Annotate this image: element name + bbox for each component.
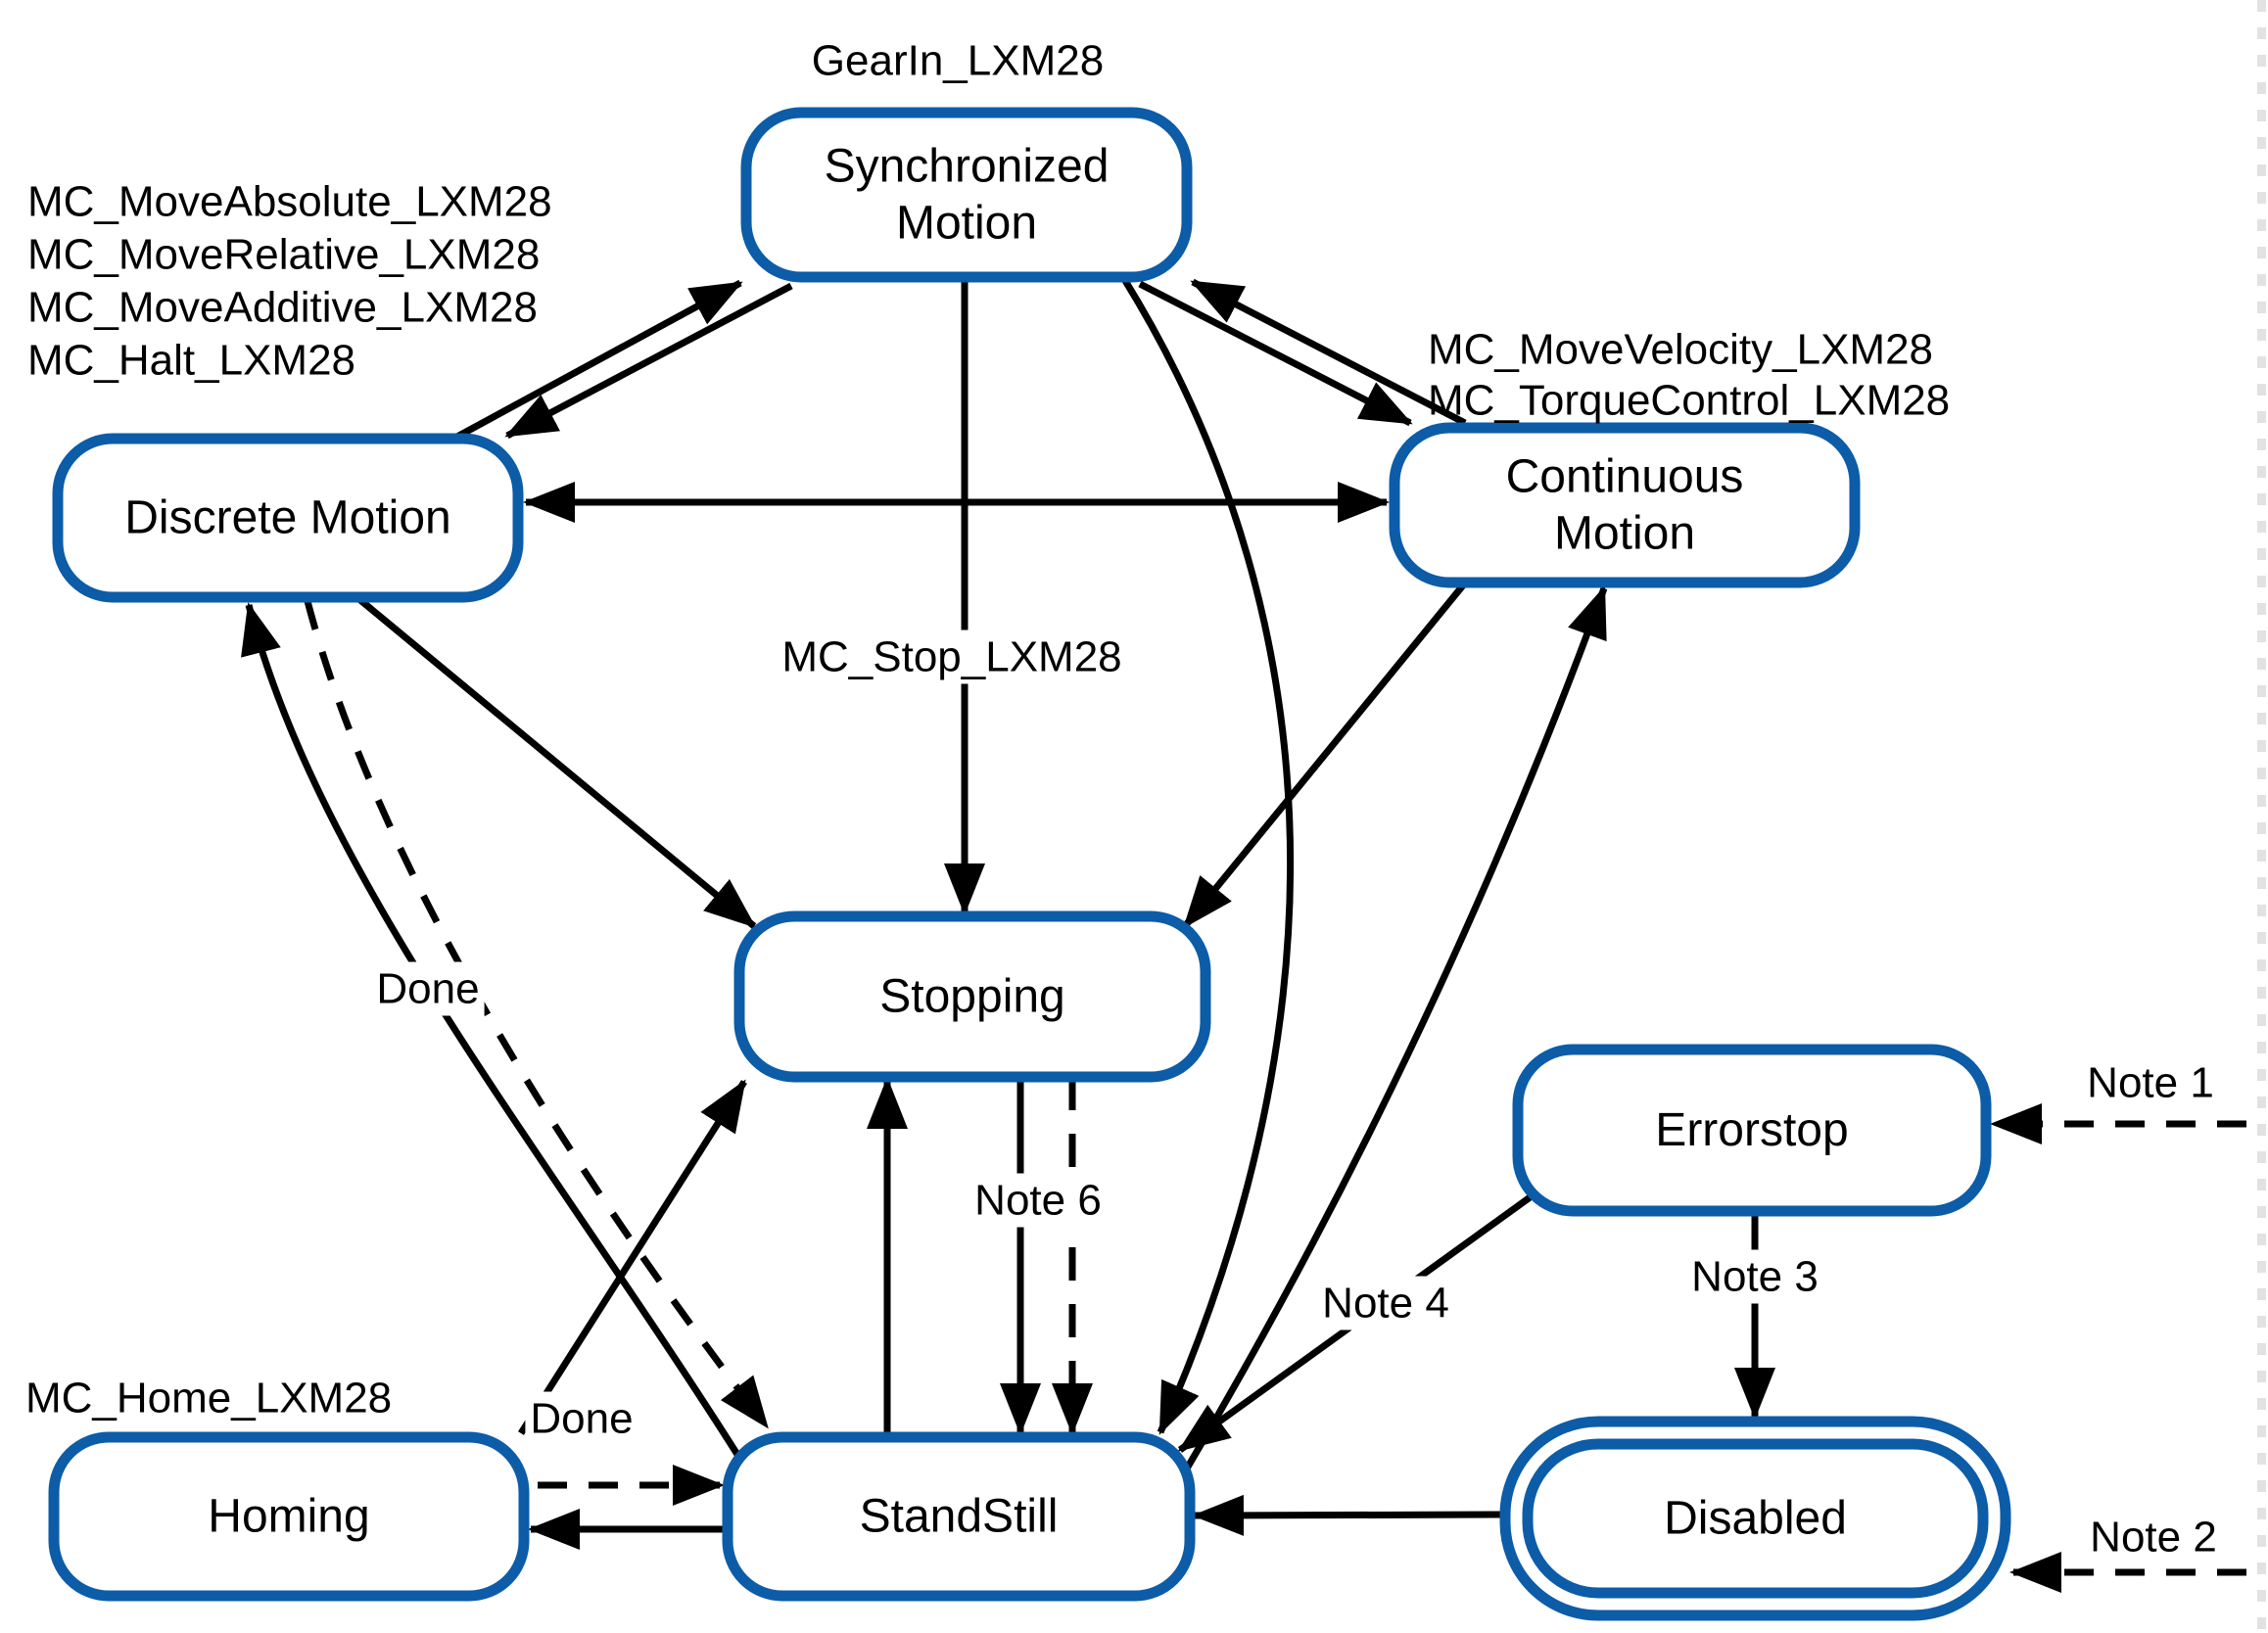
annotation-bg — [1686, 1249, 1823, 1304]
edge-discrete-standstill — [304, 600, 770, 1429]
stopping-box — [733, 910, 1211, 1083]
state-node-disabled: Disabled — [1499, 1416, 2011, 1621]
annotation-mc-stop: MC_Stop_LXM28 — [781, 633, 1121, 681]
page-edge-texture — [2257, 0, 2266, 1633]
state-node-discrete: Discrete Motion — [52, 433, 524, 603]
annotation-done-discrete: Done — [376, 965, 479, 1013]
annotation-bg — [1317, 1276, 1454, 1330]
annotation-mc-home: MC_Home_LXM28 — [25, 1375, 392, 1423]
stopping-label: Stopping — [879, 971, 1065, 1023]
annotation-note1: Note 1 — [2087, 1059, 2214, 1107]
edge-standstill-continuous — [1183, 585, 1608, 1470]
state-node-homing: Homing — [48, 1431, 530, 1602]
edges-layer — [241, 277, 2246, 1593]
labels-layer: GearIn_LXM28MC_MoveAbsolute_LXM28MC_Move… — [25, 37, 2217, 1562]
annotation-gearin: GearIn_LXM28 — [812, 37, 1104, 85]
standstill-box — [722, 1431, 1196, 1602]
annotation-bg — [525, 1391, 638, 1446]
annotation-mc-left: MC_MoveRelative_LXM28 — [27, 231, 540, 279]
edge-standstill-discrete — [241, 602, 744, 1463]
edge-sync-discrete — [504, 282, 793, 440]
annotation-mc-left: MC_MoveAbsolute_LXM28 — [27, 178, 552, 226]
errorstop-box — [1512, 1044, 1992, 1217]
sync-box — [740, 107, 1193, 283]
edge-sync-standstill — [1121, 277, 1295, 1435]
annotation-done-homing: Done — [530, 1395, 633, 1443]
homing-label: Homing — [208, 1491, 369, 1543]
annotation-bg — [969, 1173, 1107, 1228]
continuous-box — [1389, 422, 1861, 588]
discrete-label: Discrete Motion — [124, 492, 450, 544]
annotation-mc-right: MC_MoveVelocity_LXM28 — [1428, 326, 1933, 374]
edge-discrete-sync — [453, 279, 743, 442]
edge-discrete-stopping — [352, 592, 757, 929]
standstill-label: StandStill — [860, 1491, 1059, 1543]
disabled-box — [1499, 1416, 2011, 1621]
annotation-mc-left: MC_Halt_LXM28 — [27, 337, 355, 385]
homing-box — [48, 1431, 530, 1602]
edge-sync-continuous — [1138, 280, 1413, 427]
errorstop-label: Errorstop — [1655, 1104, 1848, 1156]
discrete-box — [52, 433, 524, 603]
annotation-mc-right: MC_TorqueControl_LXM28 — [1428, 377, 1950, 425]
state-node-standstill: StandStill — [722, 1431, 1196, 1602]
edge-continuous-sync — [1190, 278, 1467, 427]
annotation-note4: Note 4 — [1322, 1280, 1449, 1328]
state-node-errorstop: Errorstop — [1512, 1044, 1992, 1217]
state-node-stopping: Stopping — [733, 910, 1211, 1083]
annotation-bg — [371, 961, 485, 1016]
annotation-note6: Note 6 — [974, 1177, 1102, 1225]
annotation-mc-left: MC_MoveAdditive_LXM28 — [27, 284, 538, 332]
disabled-inner-box — [1522, 1438, 1989, 1599]
annotation-bg — [777, 630, 1127, 684]
annotation-note3: Note 3 — [1691, 1253, 1819, 1301]
disabled-label: Disabled — [1664, 1493, 1847, 1545]
edge-disabled-standstill — [1192, 1494, 1504, 1536]
annotation-note2: Note 2 — [2090, 1514, 2217, 1562]
edge-continuous-stopping — [1182, 578, 1470, 929]
edge-homing-stopping — [518, 1079, 747, 1435]
